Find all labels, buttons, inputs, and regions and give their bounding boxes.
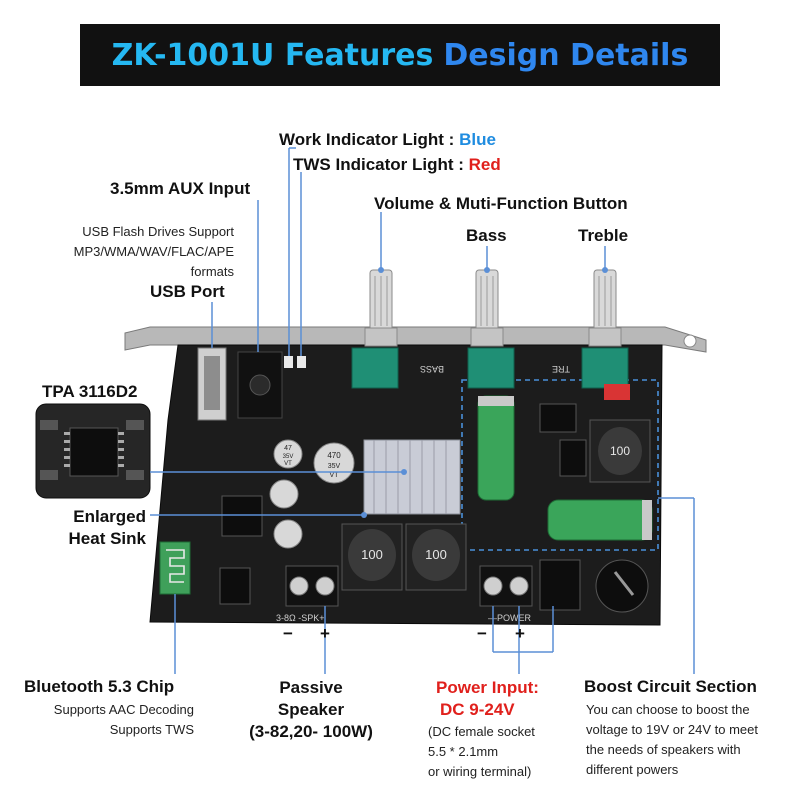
- boost-section-outline: [461, 379, 659, 551]
- boost-desc-line-4: different powers: [586, 762, 679, 777]
- speaker-title-line-1: Passive: [279, 678, 343, 697]
- capacitor-47-c: [273, 519, 303, 549]
- bluetooth-title: Bluetooth 5.3 Chip: [24, 677, 175, 696]
- pot-body-treble: [581, 347, 629, 389]
- pot-volume: [364, 269, 398, 347]
- treble-label: Treble: [578, 226, 629, 245]
- speaker-title: Passive Speaker (3-82,20- 100W): [236, 677, 386, 743]
- svg-text:VT: VT: [284, 461, 292, 467]
- boost-inductor: 100: [589, 419, 651, 483]
- silk-power: —POWER: [488, 613, 532, 623]
- metal-bracket: [124, 326, 707, 353]
- bluetooth-desc-line-1: Supports AAC Decoding: [53, 702, 194, 717]
- inductor-a: 100: [341, 523, 403, 591]
- power-desc-line-2: 5.5 * 2.1mm: [428, 744, 499, 759]
- svg-text:470: 470: [327, 451, 341, 460]
- silk-treble: TRE: [552, 364, 570, 374]
- power-minus: −: [477, 624, 487, 643]
- usb-port-label: USB Port: [150, 282, 225, 301]
- tpa-label: TPA 3116D2: [42, 382, 138, 401]
- silk-speaker: 3-8Ω -SPK+: [276, 613, 325, 623]
- tws-indicator-text: TWS Indicator Light :: [293, 155, 469, 174]
- tws-indicator-label: TWS Indicator Light : Red: [293, 155, 501, 175]
- speaker-terminal: [285, 565, 339, 607]
- work-indicator-text: Work Indicator Light :: [279, 130, 460, 149]
- boost-desc-line-1: You can choose to boost the: [586, 702, 750, 717]
- power-title-line-1: Power Input:: [436, 678, 539, 697]
- bracket-hole: [683, 334, 697, 348]
- speaker-spec: (3-82,20- 100W): [249, 722, 373, 741]
- inductor-b: 100: [405, 523, 467, 591]
- work-led: [284, 356, 293, 368]
- capacitor-47-b: [269, 479, 299, 509]
- silk-bass: BASS: [420, 364, 444, 374]
- heat-sink-line-1: Enlarged: [73, 507, 146, 526]
- power-terminal: [479, 565, 533, 607]
- svg-text:100: 100: [610, 444, 630, 458]
- power-desc-line-3: or wiring terminal): [428, 764, 532, 779]
- usb-desc-line-2: MP3/WMA/WAV/FLAC/APE: [73, 244, 234, 259]
- title-model: ZK-1001U Features: [111, 37, 434, 73]
- boost-mosfet: [539, 403, 577, 433]
- aux-input-label: 3.5mm AUX Input: [110, 179, 251, 198]
- heat-sink: [363, 439, 461, 515]
- dc-jack: [539, 559, 581, 611]
- tpa-chip-zoom: [35, 403, 151, 499]
- power-title-line-2: DC 9-24V: [440, 700, 515, 719]
- volume-button-label: Volume & Muti-Function Button: [374, 194, 628, 213]
- boost-desc-line-3: the needs of speakers with: [586, 742, 741, 757]
- work-indicator-label: Work Indicator Light : Blue: [279, 130, 496, 150]
- boost-title: Boost Circuit Section: [584, 677, 757, 696]
- pot-body-bass: [467, 347, 515, 389]
- capacitor-47-a: 47 35V VT: [273, 439, 303, 469]
- bluetooth-desc-line-2: Supports TWS: [109, 722, 194, 737]
- power-description: (DC female socket 5.5 * 2.1mm or wiring …: [428, 722, 535, 782]
- boost-diode: [559, 439, 587, 477]
- pot-treble: [588, 269, 622, 347]
- pot-bass: [470, 269, 504, 347]
- speaker-minus: −: [283, 624, 293, 643]
- svg-text:100: 100: [361, 547, 383, 562]
- heat-sink-label: Enlarged Heat Sink: [60, 506, 146, 550]
- svg-text:35V: 35V: [283, 454, 294, 460]
- svg-text:VT: VT: [330, 472, 340, 479]
- board-buzzer: [595, 559, 649, 613]
- pot-body-volume: [351, 347, 399, 389]
- svg-text:35V: 35V: [328, 463, 341, 470]
- tws-led: [297, 356, 306, 368]
- dip-switch: [604, 384, 630, 400]
- boost-description: You can choose to boost the voltage to 1…: [586, 700, 796, 780]
- usb-port-inner: [204, 356, 220, 410]
- board-chip: [221, 495, 263, 537]
- svg-text:100: 100: [425, 547, 447, 562]
- speaker-title-line-2: Speaker: [277, 700, 345, 719]
- power-desc-line-1: (DC female socket: [428, 724, 535, 739]
- callout-lines: [150, 147, 695, 674]
- power-plus: +: [515, 624, 525, 643]
- boost-capacitor-upright: [477, 395, 515, 501]
- bluetooth-description: Supports AAC Decoding Supports TWS: [18, 700, 194, 740]
- board-regulator: [219, 567, 251, 605]
- svg-text:47: 47: [284, 445, 292, 452]
- tws-indicator-value: Red: [468, 155, 501, 174]
- bass-label: Bass: [466, 226, 507, 245]
- callout-dots: [361, 267, 608, 518]
- work-indicator-value: Blue: [459, 130, 496, 149]
- boost-desc-line-2: voltage to 19V or 24V to meet: [586, 722, 758, 737]
- title-banner: ZK-1001U Features Design Details: [80, 24, 720, 86]
- title-design-details: Design Details: [443, 37, 689, 73]
- heat-sink-line-2: Heat Sink: [68, 529, 146, 548]
- usb-desc-line-1: USB Flash Drives Support: [82, 224, 234, 239]
- usb-desc-line-3: formats: [190, 264, 234, 279]
- usb-description: USB Flash Drives Support MP3/WMA/WAV/FLA…: [38, 222, 234, 282]
- boost-capacitor-horizontal: [547, 499, 653, 541]
- power-title: Power Input: DC 9-24V: [436, 677, 560, 721]
- capacitor-470: 470 35V VT: [313, 442, 355, 484]
- speaker-plus: +: [320, 624, 330, 643]
- aux-jack-hole: [249, 374, 271, 396]
